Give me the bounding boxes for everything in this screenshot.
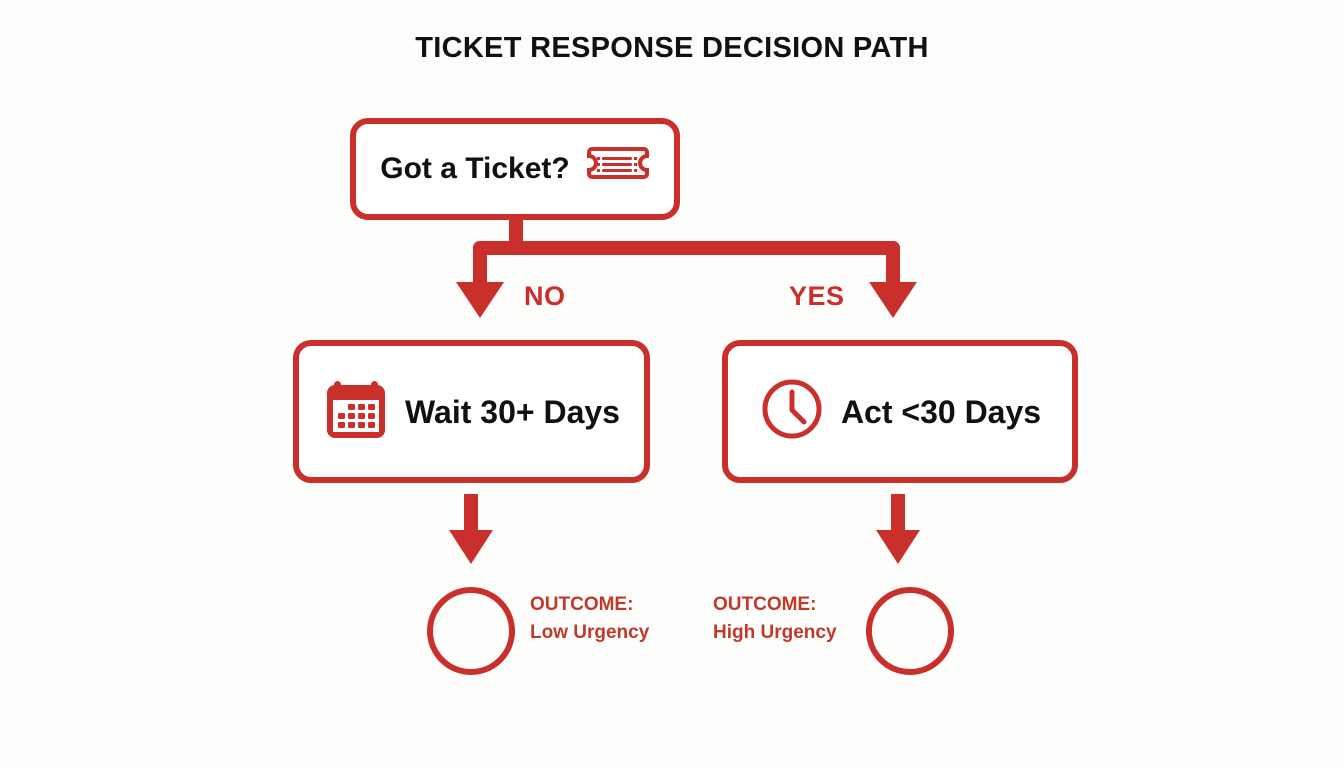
calendar-icon bbox=[323, 376, 389, 447]
arrowhead-yes bbox=[869, 282, 917, 318]
outcome-heading-low: OUTCOME: bbox=[530, 594, 634, 615]
connector-leg-no bbox=[473, 241, 487, 285]
node-content: Act <30 Days bbox=[759, 376, 1041, 447]
outcome-caption-low-urgency: OUTCOME: Low Urgency bbox=[530, 591, 649, 646]
branch-label-no: NO bbox=[524, 281, 566, 311]
arrowhead-low-outcome bbox=[449, 530, 493, 564]
node-label-act: Act <30 Days bbox=[840, 393, 1042, 430]
ticket-icon bbox=[586, 146, 650, 193]
node-content: Got a Ticket? bbox=[380, 146, 650, 193]
arrowhead-no bbox=[456, 282, 504, 318]
arrowhead-high-outcome bbox=[876, 530, 920, 564]
process-node-wait-30-days[interactable]: Wait 30+ Days bbox=[293, 340, 650, 483]
outcome-caption-high-urgency: OUTCOME: High Urgency bbox=[713, 591, 837, 646]
node-content: Wait 30+ Days bbox=[323, 376, 620, 447]
connector-leg-yes bbox=[886, 241, 900, 285]
outcome-heading-high: OUTCOME: bbox=[713, 594, 817, 615]
outcome-circle-low-urgency bbox=[427, 587, 515, 675]
outcome-value-high: High Urgency bbox=[713, 621, 837, 643]
clock-icon bbox=[759, 376, 825, 447]
connector-shaft-low-outcome bbox=[464, 494, 478, 536]
outcome-value-low: Low Urgency bbox=[530, 621, 650, 643]
node-label-wait: Wait 30+ Days bbox=[405, 393, 620, 430]
page-title: TICKET RESPONSE DECISION PATH bbox=[415, 32, 929, 64]
outcome-circle-high-urgency bbox=[866, 587, 954, 675]
connector-shaft-high-outcome bbox=[891, 494, 905, 536]
decision-node-got-a-ticket[interactable]: Got a Ticket? bbox=[350, 118, 680, 220]
connector-horizontal-bar bbox=[473, 241, 900, 255]
process-node-act-under-30-days[interactable]: Act <30 Days bbox=[722, 340, 1078, 483]
node-label-root: Got a Ticket? bbox=[380, 152, 570, 185]
branch-label-yes: YES bbox=[789, 281, 845, 311]
